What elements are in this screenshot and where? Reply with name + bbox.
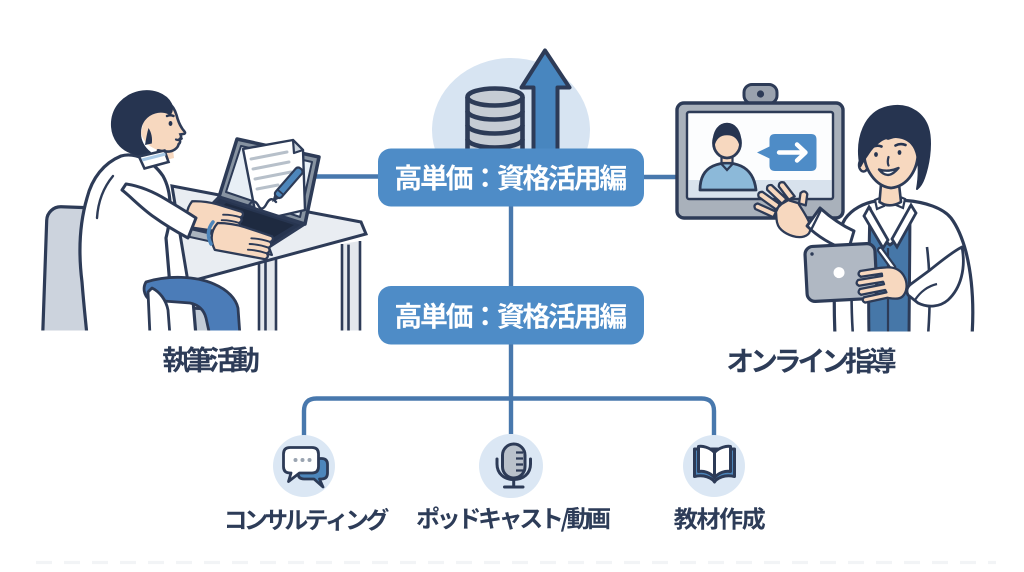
- left-person-back-fold: [95, 174, 115, 220]
- right-hand-with-pen: [855, 246, 908, 304]
- connector-lines: [301, 174, 717, 436]
- right-person-eye-right: [897, 150, 902, 155]
- label-writing-glyphs: [163, 346, 259, 373]
- desk-leg-left: [257, 258, 278, 331]
- left-person-mouth: [174, 137, 183, 142]
- box-top-label-glyphs: [396, 164, 626, 191]
- connector-branch: [301, 396, 717, 436]
- right-person-hair: [858, 104, 931, 190]
- screen-person-vneck: [720, 162, 734, 172]
- tablet-camera-dot: [810, 252, 814, 256]
- mic-capsule: [501, 442, 527, 480]
- monitor: [675, 83, 845, 220]
- bottom-items: [273, 434, 745, 498]
- document-fold-corner: [291, 138, 305, 155]
- open-book-icon: [693, 444, 736, 484]
- left-person-eyebrow: [165, 114, 175, 118]
- pen-tip: [272, 194, 280, 202]
- right-person-eye-left: [874, 152, 878, 157]
- left-person-face-contour: [156, 101, 187, 153]
- left-person-collar-stripe: [141, 152, 166, 162]
- label-podcast-glyphs: [417, 506, 610, 532]
- chat-dot: [300, 458, 305, 462]
- left-person-hair: [110, 90, 173, 156]
- right-person-mouth: [877, 166, 900, 177]
- lapel-right: [890, 202, 918, 250]
- box-middle: [378, 286, 644, 345]
- right-scene-online: [675, 83, 975, 332]
- database-icon: [465, 86, 525, 151]
- left-person-arm: [120, 182, 275, 261]
- grip-hand: [855, 266, 908, 304]
- microphone-icon: [495, 442, 532, 489]
- database-rings: [465, 110, 525, 150]
- signature-squiggle: [246, 198, 278, 210]
- left-person-bracelet: [206, 220, 215, 246]
- pen-icon: [272, 166, 304, 202]
- chat-bubble-white: [282, 446, 320, 483]
- screen-person-hair: [712, 122, 742, 147]
- label-online-glyphs: [727, 347, 896, 374]
- right-person-eyebrows: [870, 142, 907, 149]
- open-hand-silhouette: [753, 181, 812, 239]
- right-person: [753, 104, 975, 332]
- left-scene-writing: [41, 90, 369, 331]
- bubble-arrow-icon: [776, 142, 808, 163]
- left-person-hand-near: [210, 221, 275, 261]
- right-person-neck: [878, 182, 903, 207]
- document-text-lines: [249, 150, 293, 191]
- box-top: [378, 148, 644, 207]
- desk-leg-right: [340, 241, 362, 331]
- mic-grille: [516, 451, 523, 472]
- label-consulting-glyphs: [227, 507, 389, 531]
- finger-lines: [246, 237, 272, 255]
- raised-cuff-line: [809, 209, 823, 231]
- speech-arrow-bubble: [757, 134, 817, 171]
- chat-dot: [293, 458, 298, 462]
- database-top: [465, 86, 525, 108]
- tablet-logo-dot: [833, 267, 845, 279]
- right-cuff-fold: [914, 282, 938, 301]
- left-person-coat-tail: [146, 286, 171, 331]
- chat-bubbles-icon: [282, 446, 329, 489]
- left-person-eye: [168, 121, 173, 126]
- label-teaching-glyphs: [674, 506, 765, 530]
- pen-grip-line: [276, 188, 285, 196]
- chat-dot: [307, 458, 312, 462]
- webcam-lens: [756, 90, 765, 98]
- screen-person: [698, 122, 758, 192]
- main-boxes: [378, 148, 644, 345]
- right-person-nose: [886, 155, 890, 167]
- left-person-sleeve: [120, 182, 198, 240]
- left-person-sideburn: [145, 128, 153, 145]
